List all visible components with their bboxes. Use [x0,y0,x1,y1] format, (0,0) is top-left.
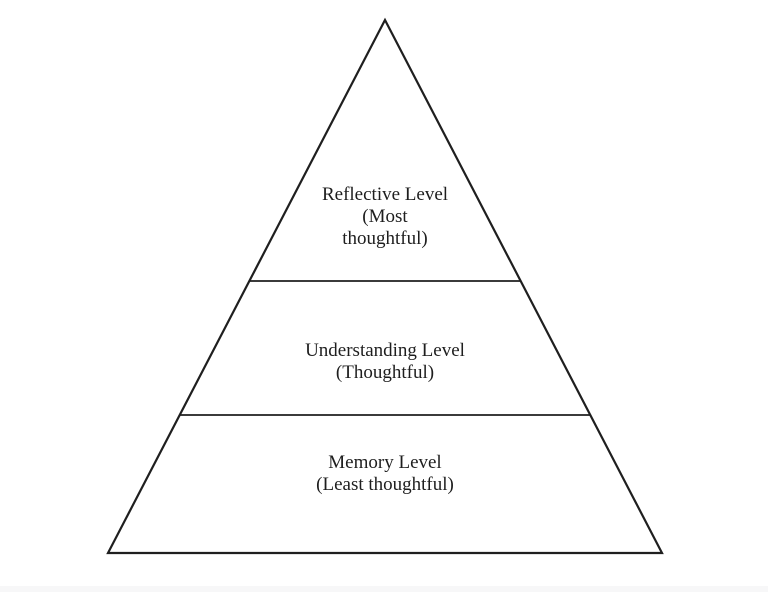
level-qualifier-line: thoughtful) [342,228,428,249]
level-name: Understanding Level [305,340,465,361]
viewport-bottom-strip [0,586,768,592]
level-name: Memory Level [328,452,442,473]
level-label-reflective: Reflective Level (Most thoughtful) [322,184,448,250]
level-label-memory: Memory Level (Least thoughtful) [316,452,454,496]
level-label-understanding: Understanding Level (Thoughtful) [305,340,465,384]
level-qualifier-line: (Most [362,206,408,227]
level-qualifier-line: (Least thoughtful) [316,474,454,495]
pyramid-outline [106,17,664,555]
level-qualifier-line: (Thoughtful) [335,362,435,383]
level-name: Reflective Level [321,184,449,205]
